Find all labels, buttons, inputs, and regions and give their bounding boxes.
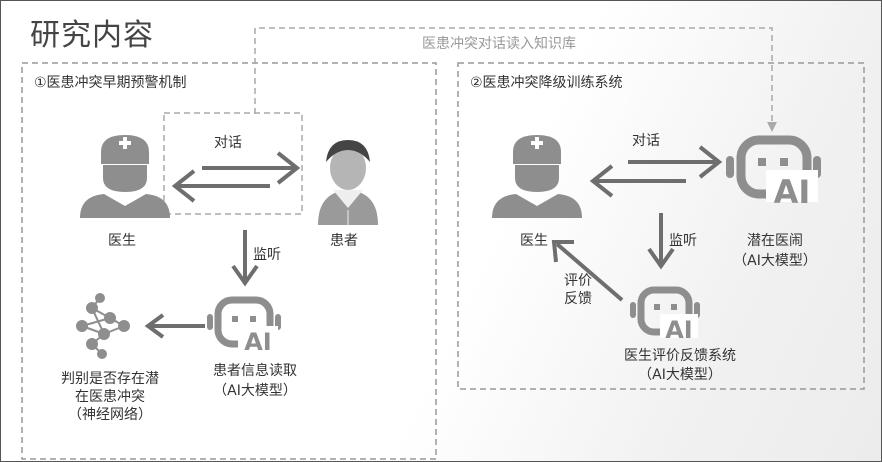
patient-sub-2: （AI大模型） <box>733 253 817 269</box>
section1-box <box>21 62 437 460</box>
feedback-arrow <box>551 240 624 302</box>
top-flow-connector <box>254 27 777 132</box>
patient-label-1: 患者 <box>330 233 358 249</box>
dialog-arrows-1 <box>171 151 301 203</box>
doctor-icon <box>80 135 170 218</box>
monitor-label-2: 监听 <box>669 233 697 249</box>
patient-icon <box>318 140 378 225</box>
reader-sub: （AI大模型） <box>213 383 297 399</box>
feedback-line2: 反馈 <box>564 291 592 307</box>
svg-text:AI: AI <box>774 173 811 211</box>
judge-line1: 判别是否存在潜 <box>61 371 159 387</box>
section2-box <box>457 62 865 390</box>
patient-label-2: 潜在医闹 <box>747 233 803 249</box>
monitor-label-1: 监听 <box>253 247 281 263</box>
monitor-arrow-1 <box>231 230 259 287</box>
doctor-label-2: 医生 <box>520 233 548 249</box>
doctor-icon-2 <box>492 135 582 218</box>
dialog-arrows-2 <box>589 145 723 198</box>
svg-text:AI: AI <box>665 316 693 344</box>
section2-title: ②医患冲突降级训练系统 <box>470 75 623 91</box>
dialog-label-1: 对话 <box>214 135 242 151</box>
section1-title: ①医患冲突早期预警机制 <box>34 75 187 91</box>
eval-label: 医生评价反馈系统 <box>624 348 736 364</box>
judge-line2: 在医患冲突 <box>75 389 145 405</box>
monitor-arrow-2 <box>647 213 675 270</box>
reader-label: 患者信息读取 <box>213 363 297 379</box>
doctor-label-1: 医生 <box>108 233 136 249</box>
svg-text:AI: AI <box>244 328 272 356</box>
judge-line3: （神经网络） <box>68 407 152 423</box>
neural-net-icon <box>76 293 130 359</box>
dialog-box <box>163 112 303 215</box>
ai-icon-2: AI <box>726 135 821 211</box>
dialog-label-2: 对话 <box>632 133 660 149</box>
eval-sub: （AI大模型） <box>638 367 722 383</box>
top-flow-label: 医患冲突对话读入知识库 <box>422 36 576 52</box>
feedback-line1: 评价 <box>564 273 592 289</box>
page-title: 研究内容 <box>30 18 154 53</box>
ai-icon-1: AI <box>207 296 281 356</box>
reader-to-net-arrow <box>144 313 205 339</box>
ai-icon-3: AI <box>630 286 700 344</box>
